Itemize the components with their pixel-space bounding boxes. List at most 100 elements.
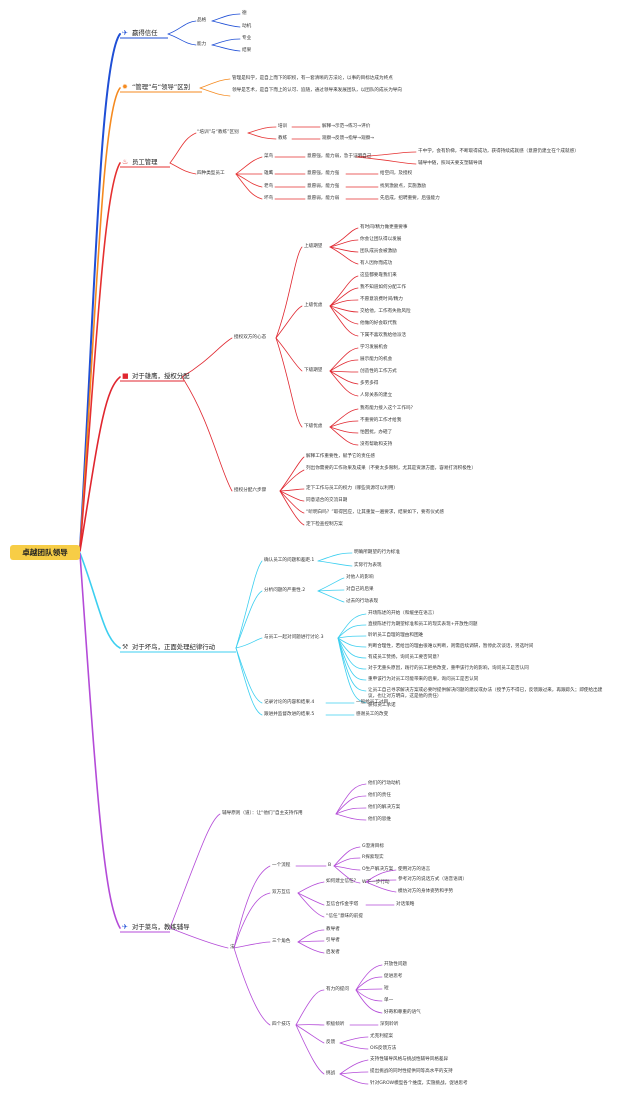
b4-item[interactable]: 这些都要靠我们来: [360, 273, 397, 278]
b5-item[interactable]: 开场陈述的开始（和缓坐在语言）: [368, 611, 437, 616]
b4-item[interactable]: 怕困扰，办砸了: [360, 430, 393, 435]
b3-type-action[interactable]: 找到激励点，实施激励: [380, 184, 426, 189]
b4-item[interactable]: 展示能力的机会: [360, 357, 393, 362]
b5-item[interactable]: 对他人的影响: [346, 575, 374, 580]
branch-1-label[interactable]: 赢得信任: [132, 29, 158, 37]
b3-jiaolian[interactable]: 教练: [278, 136, 288, 141]
b6-item[interactable]: R探索现实: [362, 855, 384, 860]
b4-group[interactable]: 上级忧虑: [304, 303, 323, 308]
b6-item[interactable]: 提出挑战的同时性提供同等高水平的支持: [370, 1069, 453, 1074]
b3-jiaolian-desc[interactable]: 观察→反馈→指导→观察→: [322, 136, 375, 141]
b6-item[interactable]: 使用对方的语言: [398, 867, 431, 872]
b3-peixun-jiaolian[interactable]: “培训”与“教练”区别: [197, 130, 239, 135]
b3-type-action[interactable]: 给空间，及授权: [380, 171, 413, 176]
b1-nengli-item[interactable]: 结果: [242, 48, 252, 53]
branch-4-label[interactable]: 对于雄鹰，授权分配: [132, 372, 190, 380]
b6-item[interactable]: 引导者: [326, 938, 340, 943]
b6-item[interactable]: 模仿对方的身体姿势和手势: [398, 889, 454, 894]
b6-fuzhu[interactable]: 辅导原则（道）：让“他们”自主支持作用: [222, 811, 303, 816]
b5-item[interactable]: 让员工自己寻求解决方案或必要时提供解决问题的建议或办法（授予方不得已，反馈跟过来…: [368, 688, 603, 699]
branch-2-label[interactable]: “管理”与“领导”区别: [132, 83, 190, 91]
b6-sub[interactable]: 反馈: [326, 1040, 336, 1045]
b2-item[interactable]: 管理是科学，是自上而下的职权，有一套清晰的方法论，以事的目标达成为终点: [232, 76, 393, 81]
b3-four-types[interactable]: 四种类型员工: [197, 171, 225, 176]
b6-sub[interactable]: 有力的提问: [326, 987, 349, 992]
b4-item[interactable]: 他做的好会取代我: [360, 321, 397, 326]
b6-item[interactable]: 启发者: [326, 950, 340, 955]
b5-item[interactable]: 对自己的后果: [346, 587, 374, 592]
b6-item[interactable]: G澄清目标: [362, 844, 384, 849]
b4-item[interactable]: 有人因你而成功: [360, 261, 393, 266]
b6-item[interactable]: 支持性辅导风格与挑战性辅导风格差异: [370, 1057, 449, 1062]
b4-step[interactable]: 列出你需要的工作效果及成果（不要太多限制，尤其是资源方面，容易打消积极性）: [306, 466, 476, 471]
b1-pinzhi[interactable]: 品格: [197, 18, 207, 23]
branch-6-label[interactable]: 对于菜鸟，教练辅导: [132, 923, 190, 931]
b6-mid[interactable]: B: [328, 863, 332, 868]
b1-nengli-item[interactable]: 专业: [242, 36, 252, 41]
b4-group[interactable]: 下级忧虑: [304, 424, 323, 429]
b5-step[interactable]: 记录讨论的内容和结果.4: [264, 700, 315, 705]
b6-sub[interactable]: “信任”意味的前提: [326, 914, 363, 919]
b4-item[interactable]: 团队成员会被激励: [360, 249, 397, 254]
b3-type-action[interactable]: 先后成，招聘重要，后强能力: [380, 196, 440, 201]
b4-group[interactable]: 下级期望: [304, 368, 323, 373]
b6-item[interactable]: 对话策略: [396, 902, 415, 907]
b6-sub[interactable]: 互信合作金字塔: [326, 902, 359, 907]
b5-item[interactable]: 重申该行为对员工可能带来的后果，询问员工是否认同: [368, 677, 479, 682]
b4-group[interactable]: 上级期望: [304, 244, 323, 249]
b6-item[interactable]: 他们的责任: [368, 793, 391, 798]
b3-type-name[interactable]: 雄鹰: [264, 171, 274, 176]
b3-type-action[interactable]: 干中学，会有阶梯，不断取得成功，获得持续成就感（意愿仍建立在个成就感）: [418, 149, 579, 154]
b2-item[interactable]: 领导是艺术，是自下而上的认可、追随，通过领导来发展团队，以团队的成长为导向: [232, 88, 402, 93]
b4-step[interactable]: “听明白吗？”取得回应，让其重复一遍要求，结果如下，要有仪式感: [306, 510, 444, 515]
b6-group[interactable]: 三个角色: [272, 939, 291, 944]
b6-group[interactable]: 双方互信: [272, 890, 291, 895]
b4-item[interactable]: 学习发展机会: [360, 345, 388, 350]
b5-item[interactable]: 感谢员工的改变: [356, 712, 389, 717]
b5-step[interactable]: 确认员工的问题和差距.1: [264, 558, 315, 563]
b4-step[interactable]: 解释工作重要性，赋予它的责任感: [306, 454, 375, 459]
b4-step[interactable]: 定下工作与员工的权力（哪些资源可以利用）: [306, 486, 398, 491]
b4-item[interactable]: 交给他，工作有失败风险: [360, 309, 411, 314]
b3-type-name[interactable]: 老鸟: [264, 184, 274, 189]
b6-item[interactable]: 他们的行动动机: [368, 781, 401, 786]
b6-group[interactable]: 四个技巧: [272, 1022, 291, 1027]
b6-item[interactable]: 短: [384, 986, 389, 991]
b6-item[interactable]: 好奇和尊重的语气: [384, 1010, 421, 1015]
b6-sub[interactable]: 挑战: [326, 1071, 336, 1076]
b5-item[interactable]: 判断合理性，若给出的理由很难以判断，则需后续调研，暂停此次谈话，另选时间: [368, 644, 534, 649]
b3-type-desc[interactable]: 意愿强，能力强: [307, 171, 340, 176]
b6-item[interactable]: W下一步行动: [362, 880, 390, 885]
b4-item[interactable]: 创造性的工作方式: [360, 369, 397, 374]
b6-item[interactable]: 尤克利提案: [370, 1034, 393, 1039]
b5-item[interactable]: 聆听员工自理的理由和困难: [368, 633, 424, 638]
b6-item[interactable]: 针对GROW模型各个维度，实施挑战，促进思考: [370, 1081, 468, 1086]
b4-item[interactable]: 有时间/精力做更重要事: [360, 225, 408, 230]
b6-sub[interactable]: 如何建立信任？: [326, 879, 359, 884]
b4-liubu[interactable]: 授权分配六步骤: [234, 488, 267, 493]
b4-item[interactable]: 多劳多得: [360, 381, 379, 386]
b6-item[interactable]: 参考对方的说话方式（语音语调）: [398, 877, 467, 882]
b5-step[interactable]: 跟进并监督改进的结果.5: [264, 712, 315, 717]
b1-pinzhi-item[interactable]: 动机: [242, 24, 252, 29]
b5-step[interactable]: 分析问题的严重性.2: [264, 588, 306, 593]
b5-item[interactable]: 对于无重头原因，践行的员工拒绝改变，重申该行为的影响，询问员工是否认同: [368, 666, 529, 671]
b6-item[interactable]: 深刻聆听: [380, 1022, 399, 1027]
branch-5-label[interactable]: 对于坏鸟，正面处理纪律行动: [132, 643, 216, 651]
b3-type-desc[interactable]: 意愿强，能力弱，急于证明自己: [307, 154, 372, 159]
b6-sub[interactable]: 积极倾听: [326, 1022, 345, 1027]
b4-item[interactable]: 不愿意浪费时间/精力: [360, 297, 403, 302]
b5-item[interactable]: 一般给员工过目: [356, 700, 389, 705]
b6-item[interactable]: 教导者: [326, 927, 340, 932]
b5-item[interactable]: 直接陈述行为期望标准和员工的现实表现+开放性问题: [368, 622, 478, 627]
b5-item[interactable]: 实际行为表现: [354, 563, 382, 568]
b3-type-desc[interactable]: 意愿弱，能力弱: [307, 196, 340, 201]
b6-item[interactable]: 单一: [384, 998, 394, 1003]
b6-item[interactable]: 他们的解决方案: [368, 805, 401, 810]
b6-group[interactable]: 一个流程: [272, 863, 291, 868]
b4-item[interactable]: 没有帮助和支持: [360, 442, 393, 447]
b6-item[interactable]: 开放性问题: [384, 962, 407, 967]
b1-pinzhi-item[interactable]: 德: [242, 11, 247, 16]
b4-item[interactable]: 不重要的工作才给我: [360, 418, 402, 423]
b3-type-desc[interactable]: 意愿弱，能力强: [307, 184, 340, 189]
